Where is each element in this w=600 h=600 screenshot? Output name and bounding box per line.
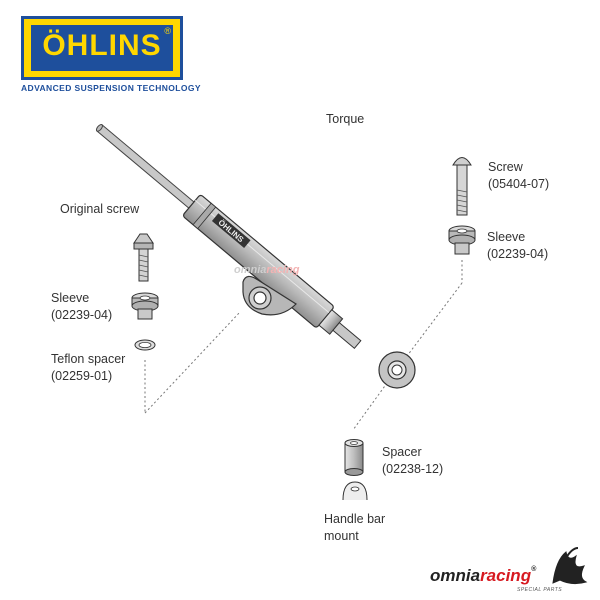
label-spacer-code: (02238-12) bbox=[382, 462, 444, 476]
label-spacer: Spacer bbox=[382, 445, 422, 459]
brand-footer-sub: SPECIAL PARTS bbox=[517, 587, 563, 593]
label-teflon-spacer-code: (02259-01) bbox=[51, 369, 113, 383]
registered-mark: ® bbox=[164, 26, 171, 36]
watermark-part1: omnia bbox=[234, 264, 267, 276]
ohlins-logo-word: ÖHLINS bbox=[42, 29, 162, 62]
label-handle-bar: Handle bar bbox=[324, 512, 386, 526]
brand-footer: omniaracing® bbox=[430, 566, 536, 586]
dragon-emblem bbox=[552, 547, 588, 585]
label-original-screw: Original screw bbox=[60, 202, 140, 216]
steering-damper: ÖHLINS bbox=[95, 124, 362, 350]
sleeve-right bbox=[448, 225, 476, 255]
logo-tagline: ADVANCED SUSPENSION TECHNOLOGY bbox=[21, 83, 201, 93]
spacer bbox=[344, 439, 364, 476]
label-torque: Torque bbox=[326, 112, 365, 126]
watermark: omniaracing bbox=[234, 264, 299, 276]
rod-end bbox=[378, 351, 416, 389]
ohlins-logo: ÖHLINS ® bbox=[21, 16, 183, 80]
screw-right bbox=[452, 157, 472, 216]
brand-footer-part2: racing bbox=[480, 566, 532, 585]
ohlins-logo-panel: ÖHLINS ® bbox=[29, 23, 175, 73]
label-sleeve-right-code: (02239-04) bbox=[487, 247, 549, 261]
label-teflon-spacer: Teflon spacer bbox=[51, 352, 126, 366]
sleeve-left bbox=[131, 292, 159, 320]
teflon-spacer bbox=[134, 339, 156, 351]
brand-footer-part1: omnia bbox=[430, 566, 481, 585]
piston-rod bbox=[96, 124, 199, 212]
brand-footer-tm: ® bbox=[531, 566, 537, 573]
label-sleeve-right: Sleeve bbox=[487, 230, 526, 244]
label-mount: mount bbox=[324, 529, 359, 543]
label-sleeve-left: Sleeve bbox=[51, 291, 90, 305]
label-screw-code: (05404-07) bbox=[488, 177, 550, 191]
watermark-part2: racing bbox=[266, 264, 300, 276]
label-screw: Screw bbox=[488, 160, 523, 174]
label-sleeve-left-code: (02239-04) bbox=[51, 308, 113, 322]
body-mount-ear bbox=[242, 275, 297, 316]
original-screw bbox=[133, 233, 154, 282]
handle-bar-mount bbox=[342, 481, 368, 501]
body-logo-plate bbox=[211, 213, 251, 248]
assembly-lines bbox=[144, 260, 463, 431]
